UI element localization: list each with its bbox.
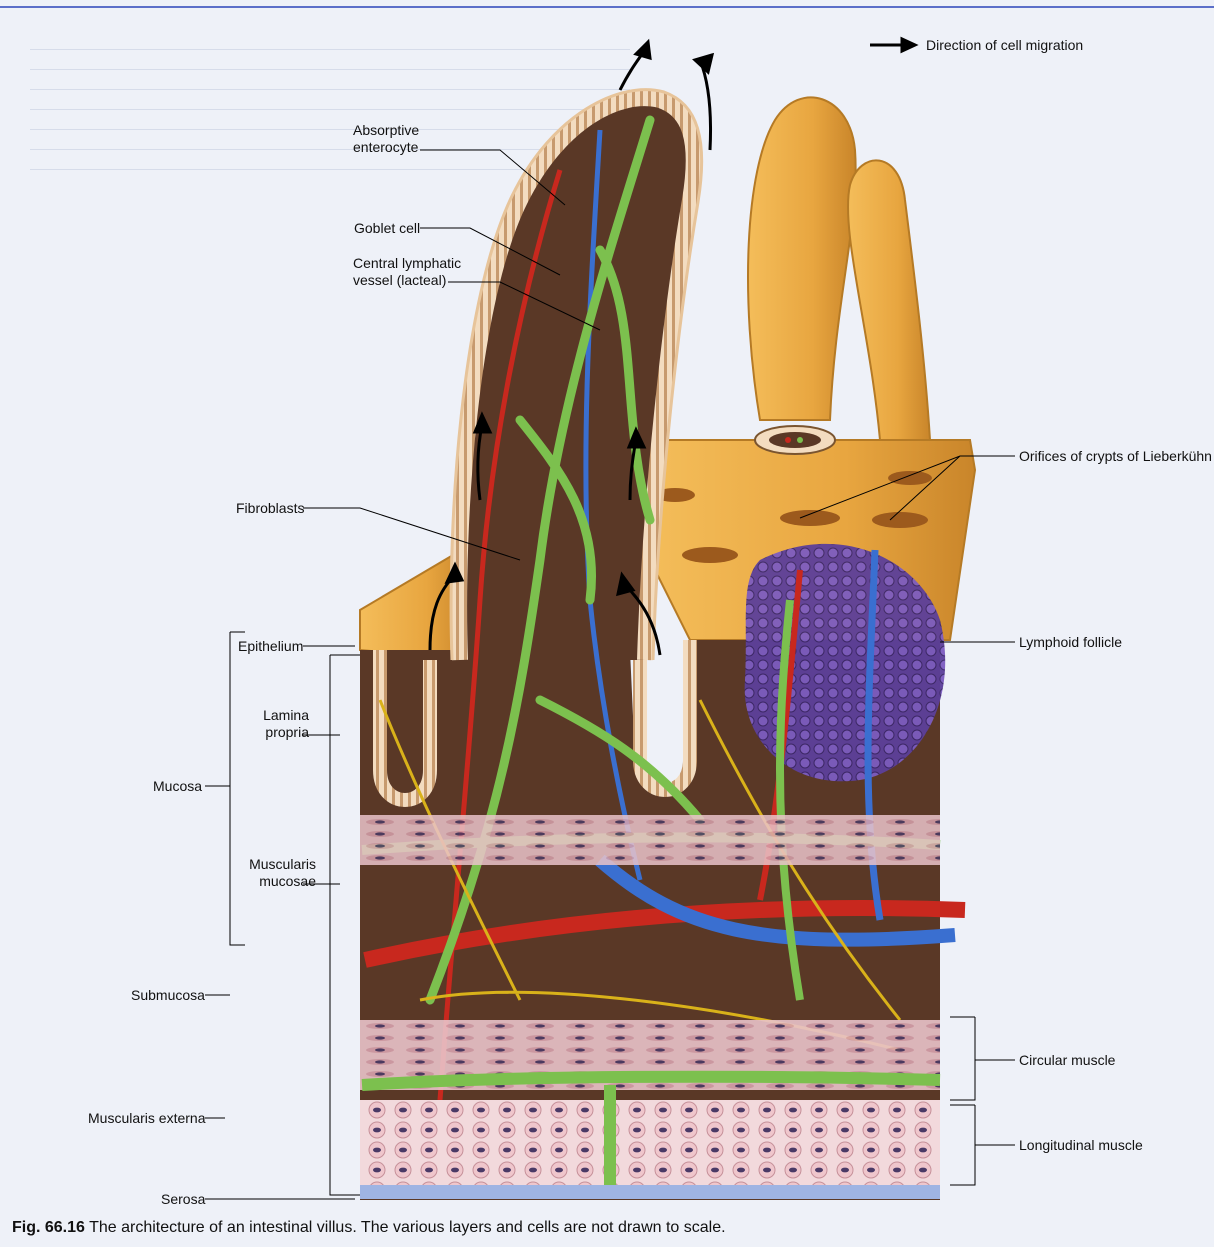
muscularis-mucosae-band <box>360 815 940 865</box>
right-villus <box>748 97 856 420</box>
label-fibroblasts: Fibroblasts <box>236 500 304 517</box>
label-muscularis-externa: Muscularis externa <box>88 1110 206 1127</box>
crypt-orifice <box>888 471 932 485</box>
label-longitudinal-muscle: Longitudinal muscle <box>1019 1137 1143 1154</box>
label-epithelium: Epithelium <box>238 638 303 655</box>
label-serosa: Serosa <box>161 1191 205 1208</box>
label-circular-muscle: Circular muscle <box>1019 1052 1115 1069</box>
label-lymphoid-follicle: Lymphoid follicle <box>1019 634 1122 651</box>
label-crypt-orifices: Orifices of crypts of Lieberkühn <box>1019 448 1212 465</box>
crypt-orifice <box>682 547 738 563</box>
label-lamina-propria: Lamina propria <box>259 707 309 741</box>
caption-number: Fig. 66.16 <box>12 1219 85 1236</box>
caption-text: The architecture of an intestinal villus… <box>89 1219 725 1236</box>
label-central-lymphatic: Central lymphatic vessel (lacteal) <box>353 255 463 289</box>
label-absorptive-enterocyte: Absorptive enterocyte <box>353 122 419 156</box>
far-right-villus <box>848 160 930 440</box>
label-submucosa: Submucosa <box>131 987 205 1004</box>
label-mucosa: Mucosa <box>153 778 202 795</box>
label-muscularis-mucosae: Muscularis mucosae <box>246 856 316 890</box>
serosa-band <box>360 1185 940 1199</box>
crypt-orifice <box>780 510 840 526</box>
longitudinal-muscle-band <box>360 1100 940 1185</box>
crypt-orifice <box>872 512 928 528</box>
label-goblet-cell: Goblet cell <box>354 220 420 237</box>
legend-arrow-label: Direction of cell migration <box>926 37 1083 54</box>
figure-caption: Fig. 66.16 The architecture of an intest… <box>12 1219 726 1237</box>
